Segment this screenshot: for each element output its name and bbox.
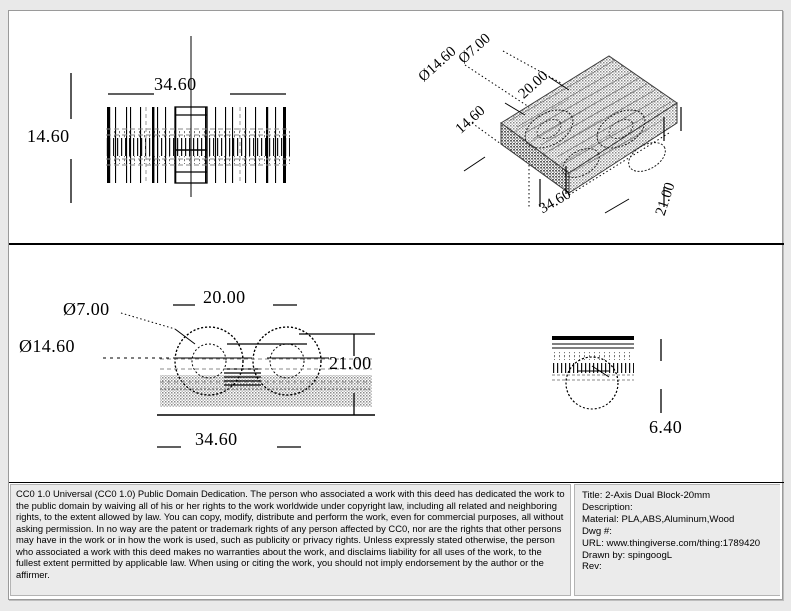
drawing-sheet: 34.60 14.60 Ø7.00 Ø14.60 20.00 14.60 34.… [8,10,784,600]
license-text-box: CC0 1.0 Universal (CC0 1.0) Public Domai… [10,484,571,596]
dim-label-front-21: 21.00 [329,353,372,373]
side-view-geometry [552,336,634,410]
dim-label-top-height: 14.60 [27,126,70,146]
title-block-drawn-by: Drawn by: spingoogL [582,549,673,561]
dim-label-front-20: 20.00 [203,287,246,307]
title-block-dwg-number: Dwg #: [582,525,612,537]
dim-label-top-width: 34.60 [154,74,197,94]
title-block-material: Material: PLA,ABS,Aluminum,Wood [582,513,735,525]
title-block-description: Description: [582,501,633,513]
front-view-leaders [103,312,199,359]
dim-label-front-3460: 34.60 [195,429,238,449]
dim-label-front-d1460: Ø14.60 [19,336,75,356]
isometric-view-geometry [500,55,678,194]
title-block-rev: Rev: [582,561,602,573]
title-block-url: URL: www.thingiverse.com/thing:1789420 [582,537,761,549]
dim-label-side-640: 6.40 [649,417,683,437]
dim-front-21 [337,333,375,415]
title-block: Title: 2-Axis Dual Block-20mm Descriptio… [574,484,780,596]
bottom-band: CC0 1.0 Universal (CC0 1.0) Public Domai… [9,483,784,600]
title-block-title: Title: 2-Axis Dual Block-20mm [582,490,711,501]
iso-leaders [463,50,682,214]
top-view-geometry [106,106,290,184]
front-view-geometry [157,326,375,416]
titleband-divider [9,482,784,483]
drawing-canvas [70,36,682,448]
dim-label-front-d7: Ø7.00 [63,299,110,319]
view-divider-horizontal [9,243,784,245]
